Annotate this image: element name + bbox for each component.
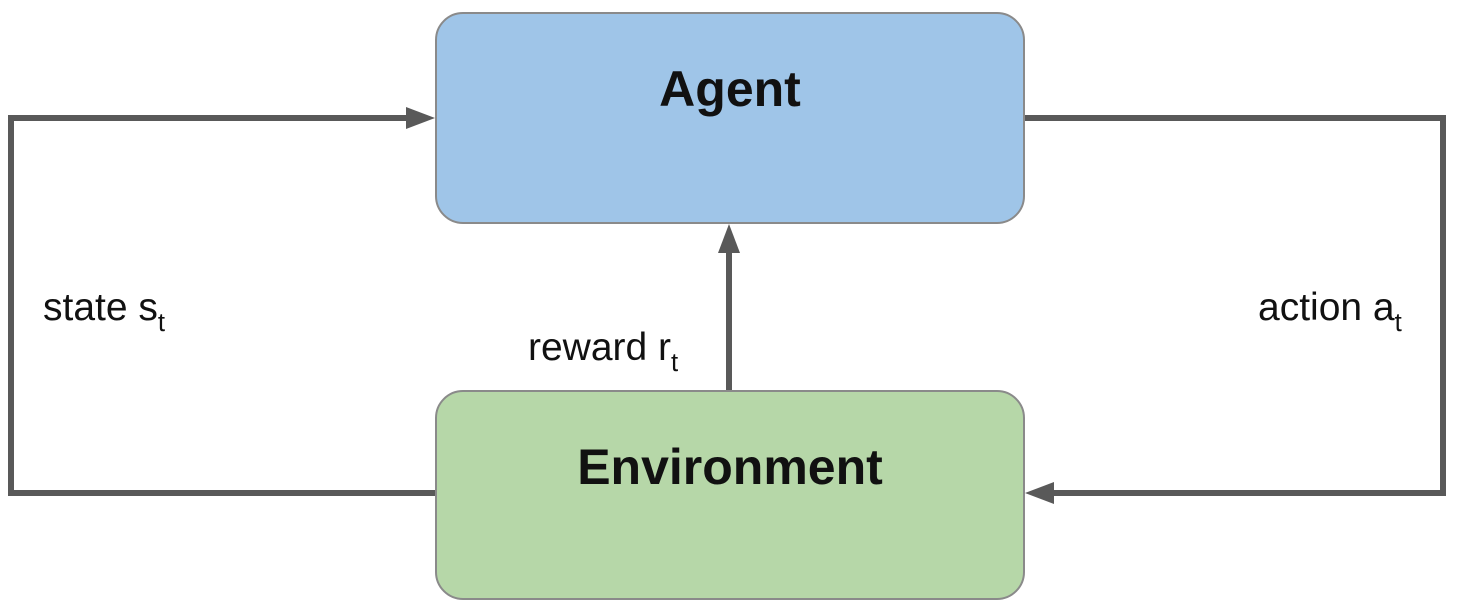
reward-edge-label: reward rt — [528, 326, 678, 376]
state-arrowhead-icon — [406, 107, 435, 129]
state-edge-label: state st — [43, 286, 165, 336]
environment-node: Environment — [435, 390, 1025, 600]
agent-node: Agent — [435, 12, 1025, 224]
action-edge-subscript: t — [1394, 308, 1402, 337]
state-edge-text: state s — [43, 286, 158, 329]
action-edge-text: action a — [1258, 286, 1395, 329]
action-edge-label: action at — [1258, 286, 1402, 336]
environment-node-label: Environment — [577, 439, 883, 495]
action-arrowhead-icon — [1025, 482, 1054, 504]
state-edge-subscript: t — [157, 308, 166, 337]
agent-node-label: Agent — [659, 61, 801, 117]
reward-edge-text: reward r — [528, 326, 672, 369]
reward-edge-subscript: t — [671, 348, 679, 377]
state-arrow-line — [8, 115, 435, 496]
action-arrow-line — [1025, 115, 1446, 496]
reward-arrowhead-icon — [718, 224, 740, 253]
